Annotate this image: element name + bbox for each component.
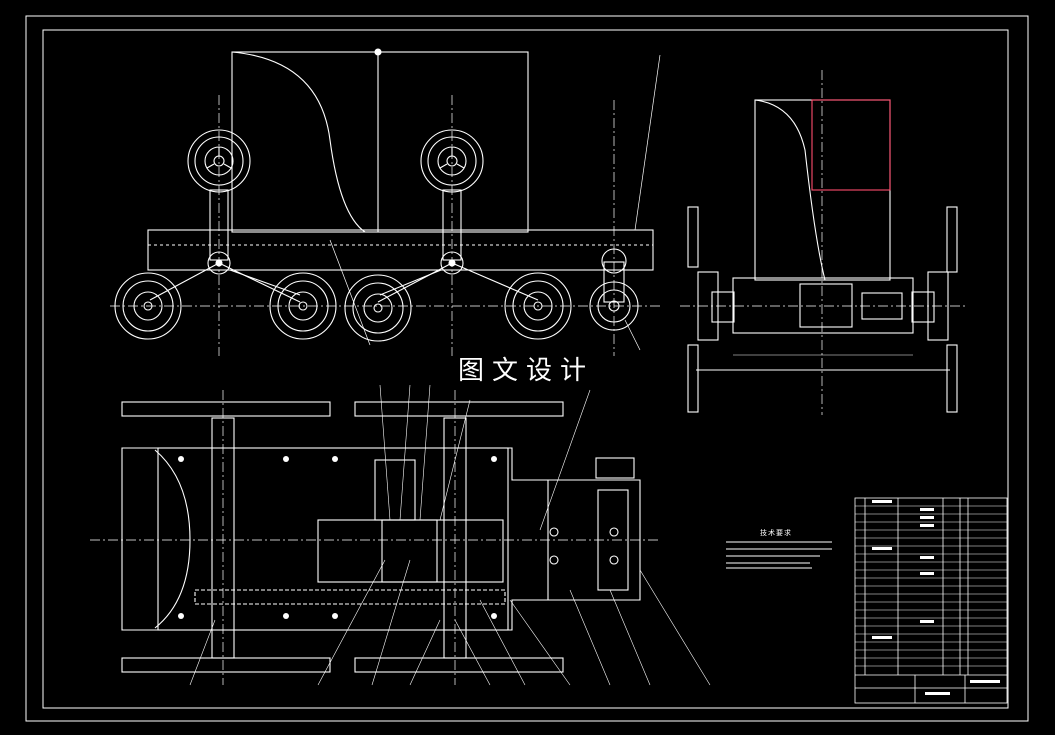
highlighted-region (811, 99, 891, 191)
plan-view (90, 384, 711, 686)
technical-notes-title: 技术要求 (760, 529, 792, 537)
front-elevation-view (110, 48, 661, 356)
outer-border (25, 15, 1029, 722)
watermark-text: 图文设计 (458, 356, 595, 386)
technical-notes-block (726, 541, 832, 569)
title-block-table (854, 497, 1008, 704)
lower-wheel-3 (344, 274, 412, 342)
side-view (680, 70, 965, 415)
inner-border (42, 29, 1009, 709)
